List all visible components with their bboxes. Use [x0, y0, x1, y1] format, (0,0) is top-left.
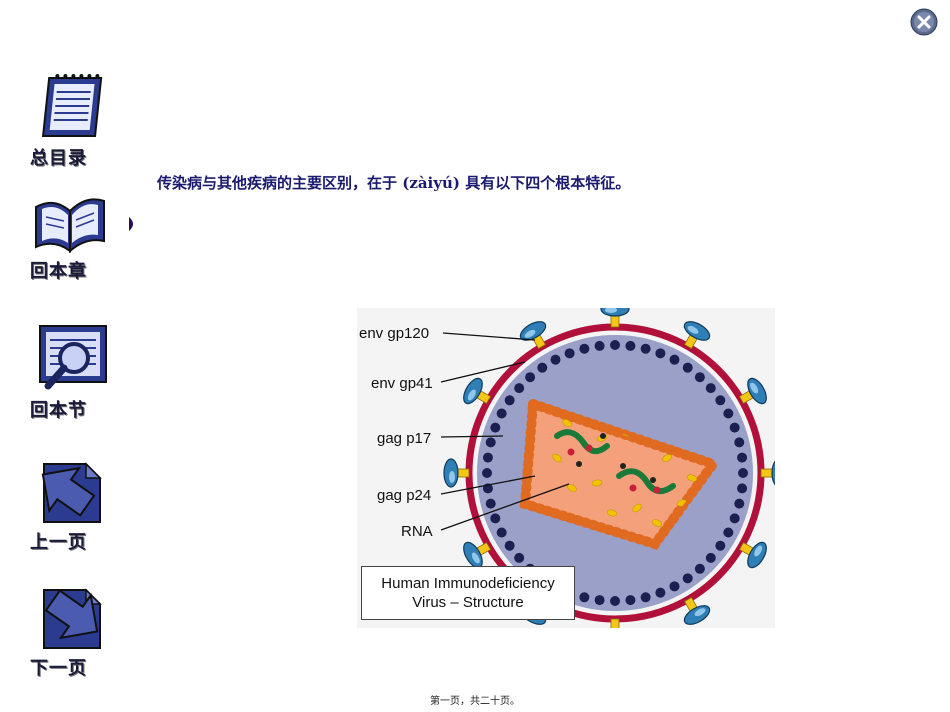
figure-caption: Human Immunodeficiency Virus – Structure	[361, 566, 575, 620]
label-gag-p17: gag p17	[377, 430, 431, 447]
matrix-bead	[496, 408, 507, 419]
close-button[interactable]	[910, 8, 938, 36]
matrix-bead	[490, 422, 501, 433]
matrix-bead	[610, 340, 620, 350]
caption-line-2: Virus – Structure	[412, 594, 524, 611]
headline-text: 传染病与其他疾病的主要区别，在于 (zàiyú) 具有以下四个根本特征。	[157, 174, 631, 192]
nav-next-button[interactable]: 下一页	[30, 586, 116, 680]
matrix-bead	[669, 581, 680, 592]
matrix-bead	[496, 527, 507, 538]
envelope-spike	[738, 541, 767, 569]
matrix-bead	[482, 468, 492, 478]
matrix-bead	[729, 513, 740, 524]
matrix-bead	[723, 527, 734, 538]
envelope-spike	[519, 321, 547, 350]
matrix-bead	[594, 340, 605, 351]
matrix-bead	[640, 343, 651, 354]
previous-page-icon	[41, 462, 102, 523]
close-icon	[910, 8, 938, 36]
matrix-bead	[715, 540, 726, 551]
caption-line-1: Human Immunodeficiency	[381, 575, 555, 592]
page-counter: 第一页，共二十页。	[430, 696, 520, 707]
next-page-icon	[43, 588, 102, 649]
envelope-spike	[463, 541, 492, 569]
nav-previous-button[interactable]: 上一页	[30, 460, 116, 554]
hiv-structure-figure: env gp120 env gp41 gag p17 gag p24 RNA H…	[357, 301, 787, 645]
matrix-bead	[490, 513, 501, 524]
hiv-diagram: env gp120 env gp41 gag p17 gag p24 RNA	[359, 301, 787, 645]
matrix-bead	[694, 563, 705, 574]
matrix-bead	[485, 437, 496, 448]
envelope-spike	[683, 321, 711, 350]
matrix-bead	[737, 452, 748, 463]
matrix-bead	[625, 340, 636, 351]
matrix-bead	[705, 383, 716, 394]
rna-strand	[616, 468, 676, 495]
notepad-icon	[41, 74, 103, 137]
matrix-bead	[655, 348, 666, 359]
matrix-bead	[610, 596, 620, 606]
matrix-bead	[514, 552, 525, 563]
matrix-bead	[625, 595, 636, 606]
matrix-bead	[737, 483, 748, 494]
matrix-bead	[579, 592, 590, 603]
bullet-icon	[129, 217, 133, 231]
nav-chapter-button[interactable]: 回本章	[30, 193, 116, 283]
envelope-spike	[738, 377, 767, 405]
matrix-bead	[482, 452, 493, 463]
matrix-bead	[537, 362, 548, 373]
matrix-bead	[682, 362, 693, 373]
envelope-spike	[683, 596, 711, 625]
matrix-bead	[485, 498, 496, 509]
matrix-bead	[594, 595, 605, 606]
matrix-bead	[514, 383, 525, 394]
matrix-bead	[694, 372, 705, 383]
nav-toc-label: 总目录	[30, 148, 87, 169]
matrix-bead	[723, 408, 734, 419]
matrix-bead	[550, 354, 561, 365]
label-gag-p24: gag p24	[377, 487, 431, 504]
capsid-contents	[552, 419, 698, 527]
matrix-bead	[640, 592, 651, 603]
label-env-gp120: env gp120	[359, 325, 429, 342]
magnifier-document-icon	[39, 325, 107, 390]
nav-chapter-label: 回本章	[30, 261, 87, 282]
matrix-bead	[682, 573, 693, 584]
nav-next-label: 下一页	[30, 658, 87, 679]
open-book-icon	[35, 198, 105, 254]
matrix-bead	[669, 354, 680, 365]
envelope-spike	[463, 377, 492, 405]
label-rna: RNA	[401, 523, 433, 540]
matrix-bead	[734, 437, 745, 448]
rna-strand	[554, 429, 610, 455]
nav-section-label: 回本节	[30, 400, 87, 421]
nav-section-button[interactable]: 回本节	[30, 322, 116, 422]
matrix-bead	[738, 468, 748, 478]
envelope-spike	[443, 458, 470, 488]
matrix-bead	[715, 395, 726, 406]
matrix-bead	[734, 498, 745, 509]
matrix-bead	[655, 587, 666, 598]
matrix-bead	[525, 372, 536, 383]
matrix-bead	[564, 348, 575, 359]
matrix-bead	[504, 540, 515, 551]
nav-previous-label: 上一页	[30, 532, 87, 553]
label-env-gp41: env gp41	[371, 375, 433, 392]
matrix-bead	[579, 343, 590, 354]
matrix-bead	[504, 395, 515, 406]
nav-toc-button[interactable]: 总目录	[30, 70, 116, 170]
matrix-bead	[729, 422, 740, 433]
matrix-bead	[705, 552, 716, 563]
